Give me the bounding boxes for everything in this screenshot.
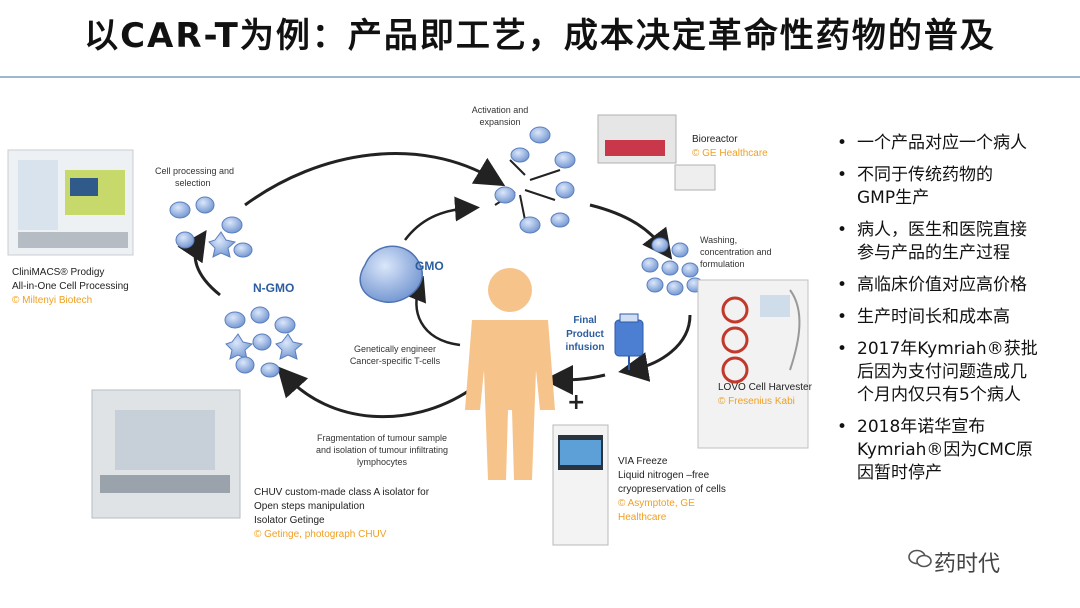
arrow-engineer-to-gmo bbox=[402, 275, 461, 347]
gmo-cell bbox=[359, 245, 423, 303]
activation-cells bbox=[494, 126, 576, 234]
bullet-item: •病人，医生和医院直接参与产品的生产过程 bbox=[837, 220, 1027, 263]
ngmo-label: N-GMO bbox=[253, 281, 295, 295]
infusion-bag-icon bbox=[614, 313, 644, 370]
page-title: 以CAR-T为例：产品即工艺，成本决定革命性药物的普及 bbox=[84, 16, 996, 56]
bullet-item: •生产时间长和成本高 bbox=[837, 307, 1010, 327]
arrow-gmo-to-activation bbox=[404, 196, 480, 241]
lovo-caption: LOVO Cell Harvester © Fresenius Kabi bbox=[718, 382, 812, 407]
final-infusion-label: Final Product infusion bbox=[565, 315, 605, 353]
activation-label: Activation and expansion bbox=[471, 105, 529, 128]
clinimacs-device bbox=[7, 149, 134, 256]
patient-figure bbox=[465, 268, 555, 480]
bioreactor-device bbox=[597, 114, 716, 191]
selection-cells bbox=[169, 196, 253, 258]
arrow-infusion-to-patient bbox=[543, 364, 606, 395]
bullet-item: •2017年Kymriah®获批后因为支付问题造成几个月内仅只有5个病人 bbox=[837, 339, 1038, 405]
title-divider bbox=[0, 76, 1080, 78]
via-caption: VIA Freeze Liquid nitrogen –free cryopre… bbox=[618, 456, 726, 523]
wechat-icon bbox=[908, 549, 932, 568]
cell-processing-label: Cell processing and selection bbox=[155, 166, 235, 189]
arrow-ngmo-to-selection bbox=[177, 230, 221, 297]
bioreactor-caption: Bioreactor © GE Healthcare bbox=[692, 134, 768, 159]
car-t-cycle-diagram bbox=[7, 114, 809, 546]
bullet-item: •一个产品对应一个病人 bbox=[837, 133, 1027, 153]
isolator-device bbox=[91, 389, 241, 519]
plus-sign: + bbox=[567, 390, 586, 415]
bullet-item: •高临床价值对应高价格 bbox=[837, 275, 1027, 295]
engineer-label: Genetically engineer Cancer-specific T-c… bbox=[349, 344, 441, 367]
arrow-to-activation bbox=[244, 152, 506, 207]
chuv-caption: CHUV custom-made class A isolator for Op… bbox=[254, 487, 430, 540]
gmo-label: GMO bbox=[415, 259, 444, 273]
via-freeze-device bbox=[552, 424, 609, 546]
fragmentation-label: Fragmentation of tumour sample and isola… bbox=[315, 433, 449, 468]
clinimacs-caption: CliniMACS® Prodigy All-in-One Cell Proce… bbox=[12, 267, 129, 306]
arrow-patient-to-ngmo bbox=[276, 366, 471, 419]
lovo-device bbox=[697, 279, 809, 449]
ngmo-cells bbox=[224, 306, 304, 378]
washing-cells bbox=[641, 237, 704, 296]
watermark-text: 药时代 bbox=[934, 552, 1001, 577]
washing-label: Washing, concentration and formulation bbox=[700, 235, 772, 270]
arrow-to-infusion bbox=[618, 314, 692, 382]
